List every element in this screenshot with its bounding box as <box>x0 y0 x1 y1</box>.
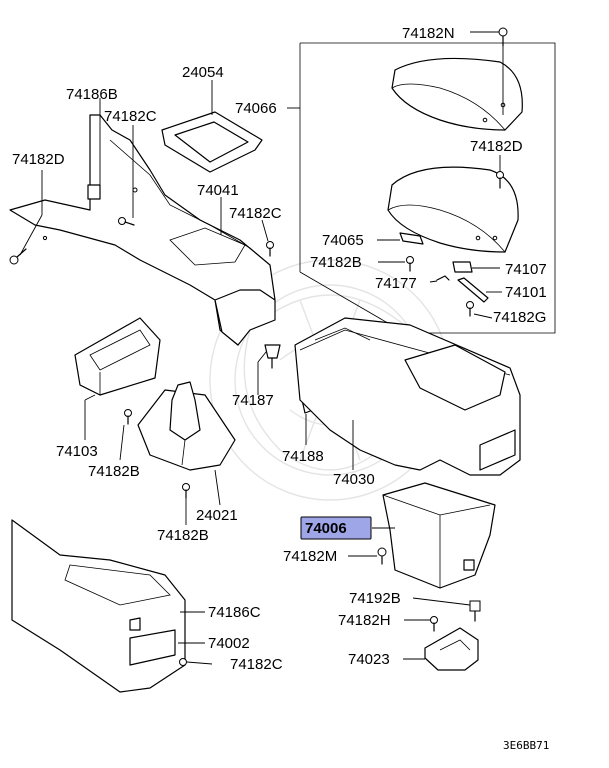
part-label[interactable]: 74023 <box>348 651 390 668</box>
screw-74182D-left-icon <box>9 170 43 265</box>
part-label[interactable]: 24054 <box>182 64 224 81</box>
storage-box-74006[interactable] <box>372 482 496 589</box>
part-label[interactable]: 74066 <box>235 100 277 117</box>
front-console-74041[interactable] <box>9 98 276 346</box>
screw-74182D-inset-icon <box>496 155 504 189</box>
part-label[interactable]: 74030 <box>333 471 375 488</box>
part-label[interactable]: 74186B <box>66 86 118 103</box>
screw-74182H-icon <box>404 616 438 632</box>
rear-console-74030[interactable] <box>294 317 521 476</box>
part-label[interactable]: 74182C <box>104 108 157 125</box>
part-label[interactable]: 74107 <box>505 261 547 278</box>
part-label[interactable]: 74192B <box>349 590 401 607</box>
part-label[interactable]: 74182C <box>230 656 283 673</box>
part-label[interactable]: 74041 <box>197 182 239 199</box>
spring-74177-icon <box>429 275 450 283</box>
screw-74182B-left-icon <box>119 409 132 461</box>
lower-console-74002[interactable] <box>11 519 205 693</box>
screw-74182M-icon <box>348 547 387 565</box>
part-label[interactable]: 74006 <box>305 520 347 537</box>
part-label[interactable]: 74065 <box>322 232 364 249</box>
shift-bezel-24054[interactable] <box>161 80 263 173</box>
bracket-74023[interactable] <box>403 627 479 671</box>
part-label[interactable]: 74186C <box>208 604 261 621</box>
hinge-clip-74065-icon <box>377 232 424 245</box>
screw-74182C-upper-icon <box>118 125 135 226</box>
clip-74187-icon <box>257 344 281 395</box>
part-label[interactable]: 74182M <box>283 548 337 565</box>
screw-74182G-icon <box>466 301 493 319</box>
part-label[interactable]: 74187 <box>232 392 274 409</box>
part-label[interactable]: 74182C <box>229 205 282 222</box>
part-label[interactable]: 74182D <box>470 138 523 155</box>
part-label[interactable]: 74188 <box>282 448 324 465</box>
part-label[interactable]: 74182B <box>157 527 209 544</box>
highlight-box <box>300 516 372 540</box>
latch-74107-icon <box>452 261 500 273</box>
screw-74182B-inset-icon <box>378 256 414 272</box>
part-label[interactable]: 74182B <box>88 463 140 480</box>
part-labels: 74182N 24054 74186B 74182C 74066 74182D … <box>12 25 547 673</box>
part-label[interactable]: 74182H <box>338 612 391 629</box>
screw-74182C-right-icon <box>261 219 274 257</box>
part-label[interactable]: 24021 <box>196 507 238 524</box>
part-label[interactable]: 74002 <box>208 635 250 652</box>
shift-boot-24021[interactable] <box>137 381 236 506</box>
screw-74182N-icon <box>470 27 508 115</box>
tray-74103[interactable] <box>74 317 161 440</box>
part-label[interactable]: 74182N <box>402 25 455 42</box>
part-label[interactable]: 74182D <box>12 151 65 168</box>
part-label[interactable]: 74177 <box>375 275 417 292</box>
bolt-74192B-icon <box>412 597 481 622</box>
part-label[interactable]: 74182G <box>493 309 546 326</box>
armrest-inset-box <box>287 42 556 334</box>
screw-74182B-lower-icon <box>182 483 190 525</box>
lever-74101-icon <box>457 277 502 303</box>
armrest-lid-upper[interactable] <box>391 57 523 131</box>
armrest-lid-lower[interactable] <box>387 166 519 253</box>
part-label[interactable]: 74101 <box>505 284 547 301</box>
drawing-code: 3E6BB71 <box>503 739 549 752</box>
part-label[interactable]: 74103 <box>56 443 98 460</box>
part-label[interactable]: 74182B <box>310 254 362 271</box>
screw-74182C-lower-icon <box>179 658 213 666</box>
